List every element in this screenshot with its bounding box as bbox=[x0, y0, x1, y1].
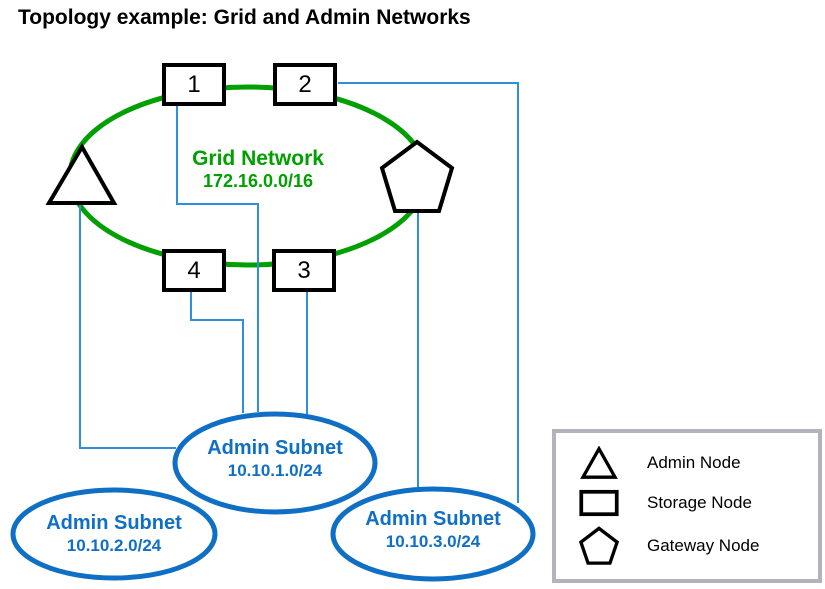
legend-label-gateway-node: Gateway Node bbox=[647, 536, 760, 555]
storage-node-4: 4 bbox=[162, 249, 226, 292]
legend-row-gateway-node: Gateway Node bbox=[577, 526, 818, 566]
legend-row-admin-node: Admin Node bbox=[577, 446, 818, 480]
connector-admin-node-subnet1 bbox=[79, 205, 176, 449]
storage-node-2: 2 bbox=[273, 63, 337, 106]
legend-label-storage-node: Storage Node bbox=[647, 493, 752, 512]
square-icon bbox=[577, 489, 621, 517]
storage-node-3-label: 3 bbox=[297, 256, 311, 284]
triangle-icon bbox=[577, 446, 621, 480]
admin-subnet-2-label: Admin Subnet 10.10.2.0/24 bbox=[13, 511, 215, 557]
legend-label-admin-node: Admin Node bbox=[647, 453, 741, 472]
grid-network-cidr: 172.16.0.0/16 bbox=[202, 171, 314, 191]
admin-subnet-3-cidr: 10.10.3.0/24 bbox=[385, 532, 481, 551]
grid-network-name: Grid Network bbox=[192, 147, 324, 170]
storage-node-1: 1 bbox=[162, 63, 226, 106]
storage-node-2-label: 2 bbox=[298, 70, 312, 98]
admin-node-triangle-icon bbox=[45, 143, 118, 205]
storage-node-3: 3 bbox=[272, 249, 336, 292]
admin-subnet-2-cidr: 10.10.2.0/24 bbox=[66, 536, 162, 555]
admin-subnet-1-label: Admin Subnet 10.10.1.0/24 bbox=[175, 436, 375, 482]
admin-subnet-3-ellipse bbox=[330, 486, 536, 582]
admin-subnet-3-name: Admin Subnet bbox=[365, 508, 501, 530]
legend-box: Admin Node Storage Node Gateway Node bbox=[552, 429, 822, 583]
connector-storage2-subnet3 bbox=[338, 82, 519, 503]
admin-subnet-3-label: Admin Subnet 10.10.3.0/24 bbox=[333, 507, 533, 553]
storage-node-1-label: 1 bbox=[187, 70, 201, 98]
pentagon-icon bbox=[577, 526, 621, 566]
admin-subnet-1-name: Admin Subnet bbox=[207, 437, 343, 459]
admin-subnet-2-name: Admin Subnet bbox=[46, 512, 182, 534]
grid-network-label: Grid Network 172.16.0.0/16 bbox=[158, 147, 358, 192]
storage-node-4-label: 4 bbox=[187, 256, 201, 284]
admin-subnet-1-ellipse bbox=[172, 411, 378, 515]
legend-row-storage-node: Storage Node bbox=[577, 489, 818, 517]
connector-storage4-subnet1 bbox=[190, 291, 244, 413]
page-title: Topology example: Grid and Admin Network… bbox=[18, 6, 471, 29]
admin-subnet-1-cidr: 10.10.1.0/24 bbox=[227, 461, 323, 480]
connector-storage1-subnet1 bbox=[176, 106, 259, 412]
gateway-node-pentagon-icon bbox=[379, 139, 455, 213]
admin-subnet-2-ellipse bbox=[10, 487, 218, 581]
